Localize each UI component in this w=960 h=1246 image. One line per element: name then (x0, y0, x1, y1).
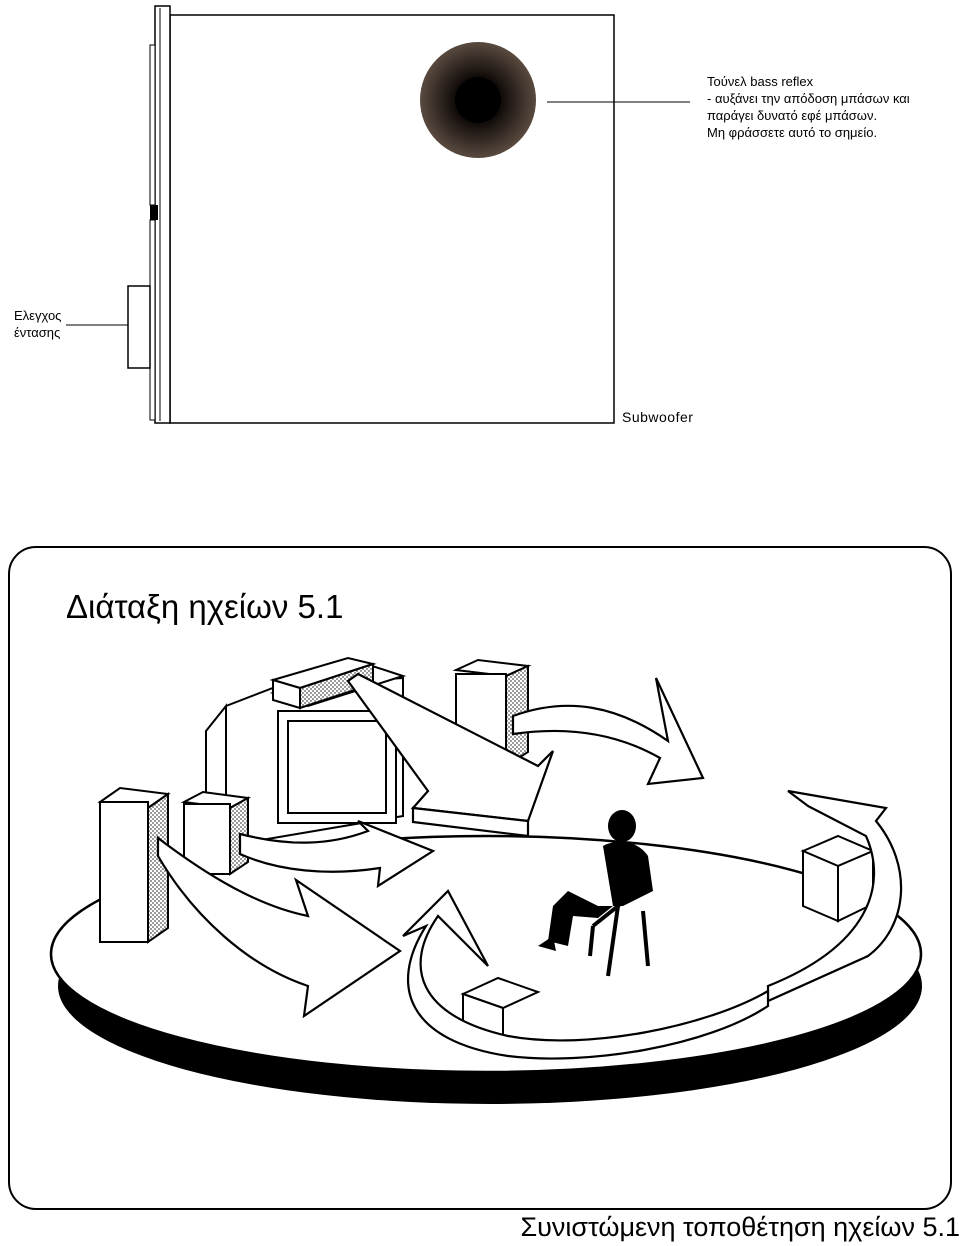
bass-reflex-note: Τούνελ bass reflex - αυξάνει την απόδοση… (707, 73, 910, 141)
bass-reflex-note-line: παράγει δυνατό εφέ μπάσων. (707, 108, 878, 123)
bass-reflex-note-line: - αυξάνει την απόδοση μπάσων και (707, 91, 910, 106)
volume-control-knob (127, 285, 151, 369)
center-speaker (269, 656, 377, 710)
volume-control-label: Ελεγχος έντασης (14, 307, 61, 341)
bass-reflex-port (420, 42, 536, 158)
listener-silhouette (538, 810, 653, 977)
rear-right-speaker (800, 834, 876, 923)
volume-control-label-line: Ελεγχος (14, 308, 62, 323)
bass-reflex-note-line: Τούνελ bass reflex (707, 74, 814, 89)
speaker-layout-illustration (49, 656, 923, 1104)
subwoofer-label: Subwoofer (622, 409, 694, 425)
volume-control-label-line: έντασης (14, 325, 61, 340)
front-left-speaker (97, 786, 171, 944)
figure-caption: Συνιστώμενη τοποθέτηση ηχείων 5.1 (520, 1212, 960, 1242)
subwoofer-cabinet (169, 14, 615, 424)
subwoofer-drawing (66, 5, 690, 424)
speaker-layout-panel (8, 546, 952, 1210)
sound-arrows (156, 672, 903, 1060)
layout-title: Διάταξη ηχείων 5.1 (66, 588, 344, 625)
bass-reflex-note-line: Μη φράσσετε αυτό το σημείο. (707, 125, 878, 140)
